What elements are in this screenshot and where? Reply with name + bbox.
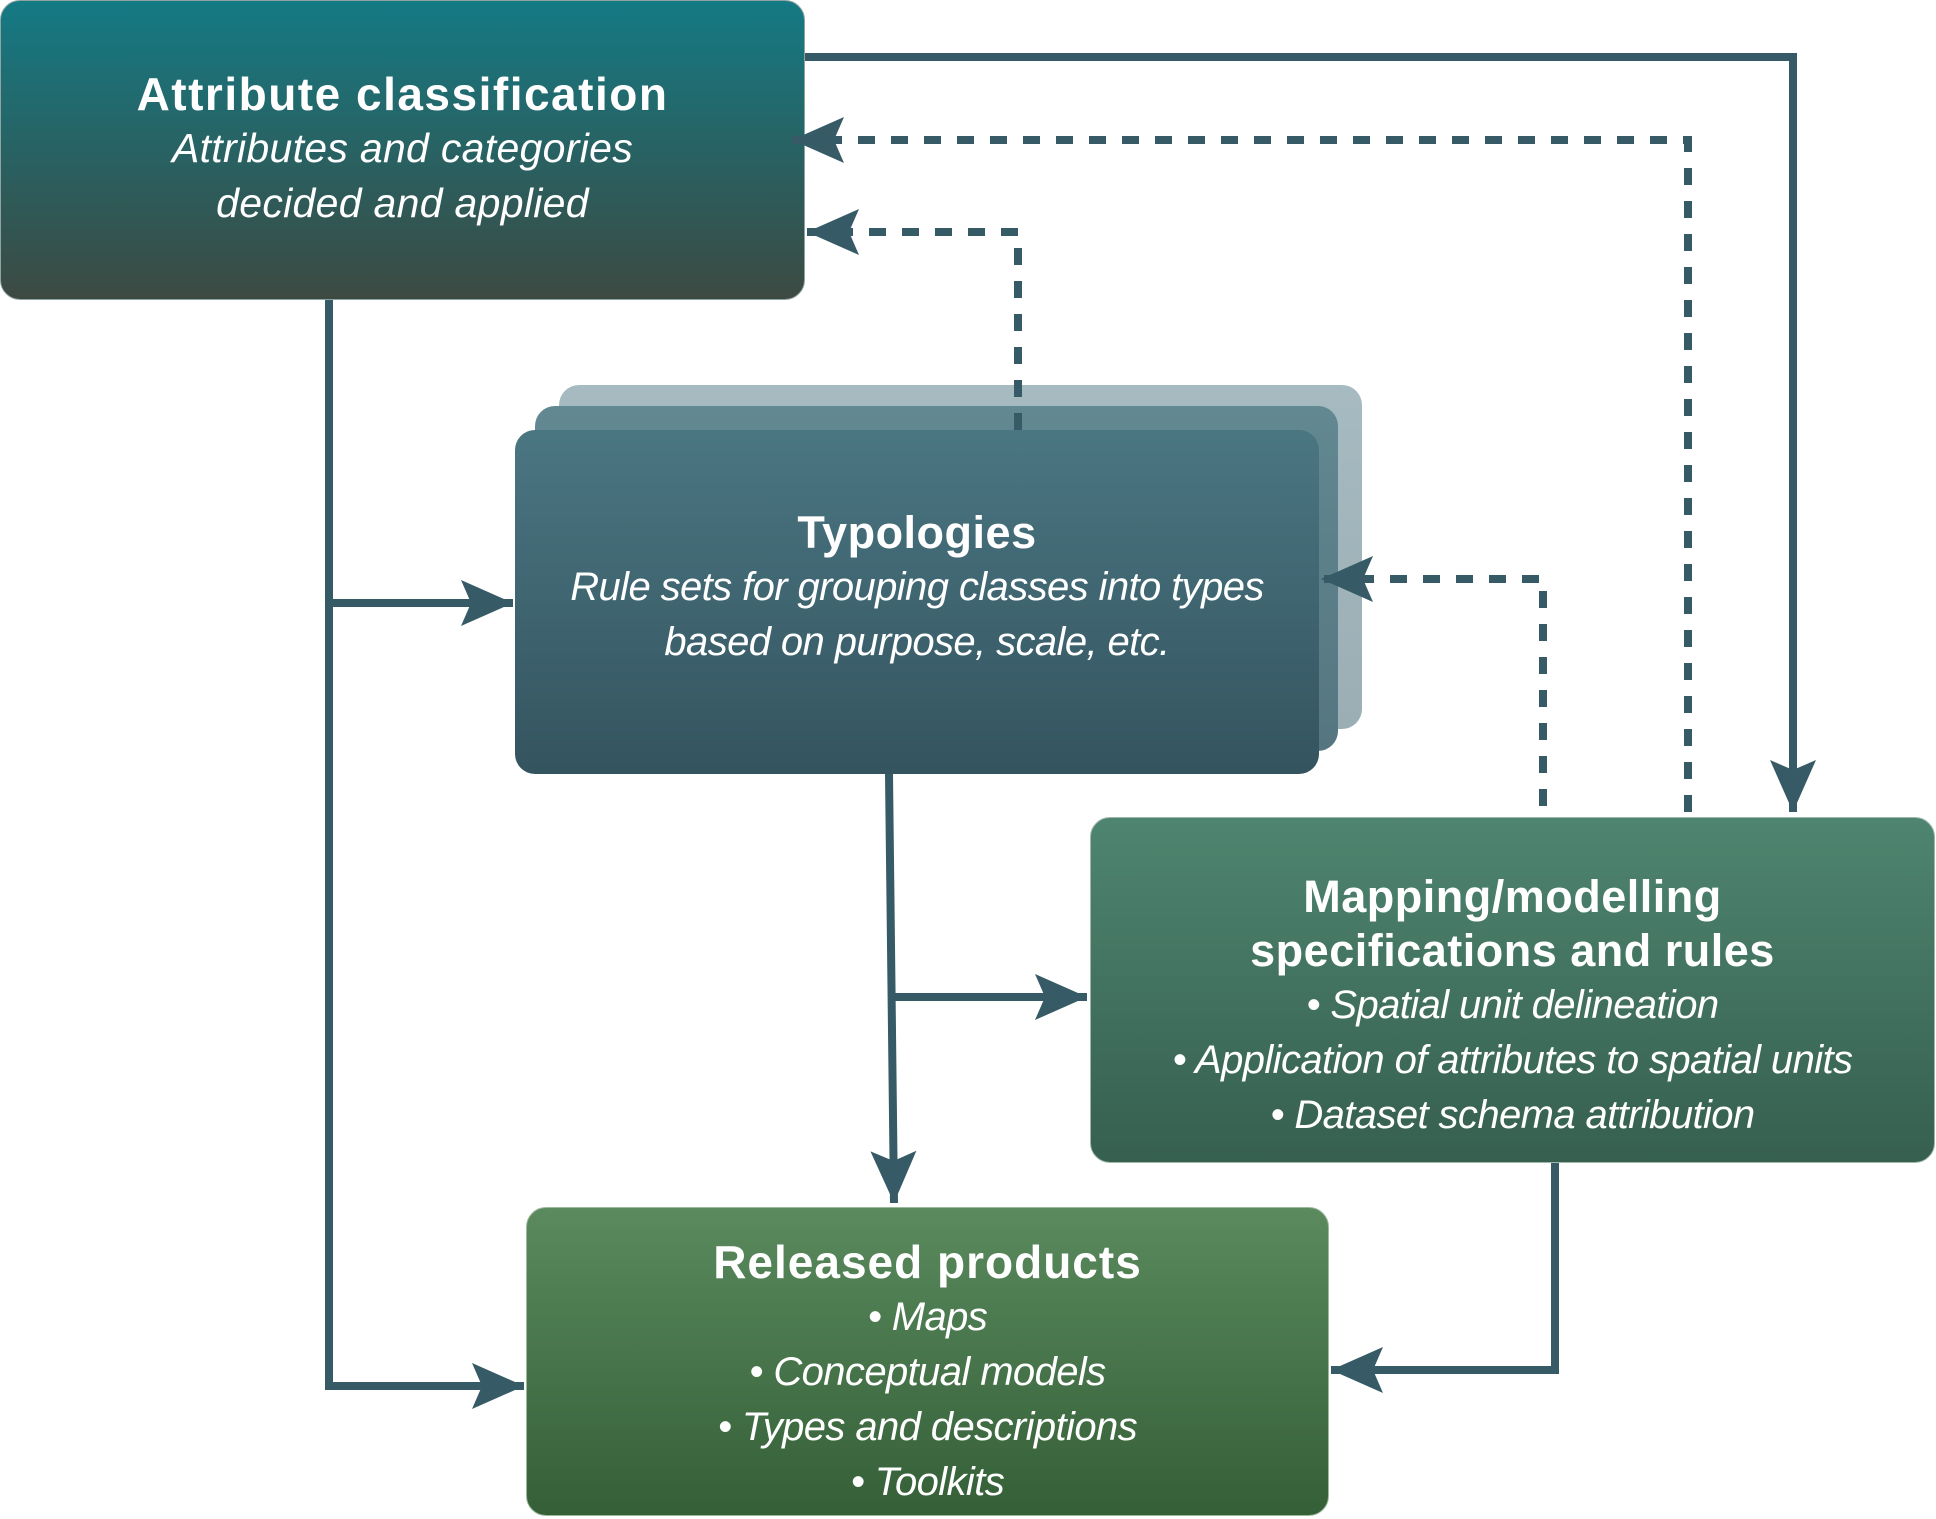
released-products-bullet: • Types and descriptions xyxy=(717,1405,1138,1449)
edge-mapping-to-released xyxy=(1331,1163,1559,1393)
mapping-modelling-title: Mapping/modelling xyxy=(1303,871,1722,922)
mapping-modelling-bullet: • Application of attributes to spatial u… xyxy=(1172,1038,1853,1082)
typologies-desc-line: Rule sets for grouping classes into type… xyxy=(570,565,1264,609)
released-products-bullet: • Toolkits xyxy=(850,1460,1005,1504)
attribute-classification-box: Attribute classification Attributes and … xyxy=(0,0,805,300)
released-products-box: Released products • Maps • Conceptual mo… xyxy=(526,1207,1329,1516)
edge-typologies-to-released xyxy=(870,773,917,1204)
mapping-modelling-bullet: • Spatial unit delineation xyxy=(1306,983,1719,1027)
attribute-classification-title: Attribute classification xyxy=(136,68,669,120)
mapping-modelling-box: Mapping/modelling specifications and rul… xyxy=(1090,817,1935,1163)
typologies-box: Typologies Rule sets for grouping classe… xyxy=(515,430,1319,774)
attribute-classification-desc-line: decided and applied xyxy=(216,180,589,226)
released-products-bullet: • Maps xyxy=(867,1295,988,1339)
released-products-title: Released products xyxy=(713,1236,1142,1288)
mapping-modelling-title: specifications and rules xyxy=(1250,925,1775,976)
released-products-bullet: • Conceptual models xyxy=(749,1350,1106,1394)
mapping-modelling-bullet: • Dataset schema attribution xyxy=(1270,1093,1755,1137)
typologies-title: Typologies xyxy=(797,507,1037,558)
attribute-classification-desc-line: Attributes and categories xyxy=(171,125,634,171)
typologies-desc-line: based on purpose, scale, etc. xyxy=(664,620,1170,664)
